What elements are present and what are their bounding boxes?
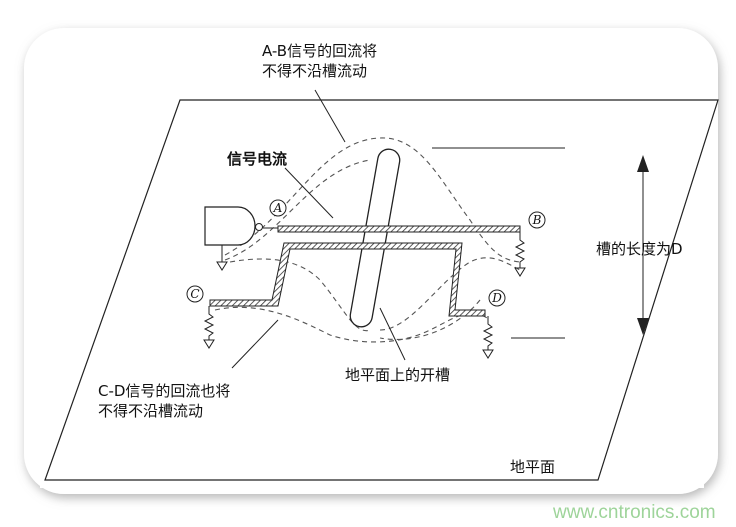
label-cd-return-1: C-D信号的回流也将 — [98, 382, 230, 400]
pin-a: A — [273, 201, 283, 215]
leader-lines — [231, 89, 644, 369]
pin-b: B — [532, 213, 542, 227]
trace-c-d — [209, 242, 486, 317]
label-slot-length: 槽的长度为D — [596, 240, 683, 258]
return-current-paths — [214, 137, 521, 343]
watermark: www.cntronics.com — [552, 502, 716, 523]
ground-symbols — [203, 232, 526, 359]
pin-d: D — [491, 291, 502, 305]
label-ab-return-1: A-B信号的回流将 — [262, 42, 377, 60]
ground-plane — [44, 99, 719, 481]
label-ab-return-2: 不得不沿槽流动 — [262, 62, 367, 80]
pin-c: C — [190, 287, 199, 301]
pin-labels — [186, 199, 546, 307]
label-cd-return-2: 不得不沿槽流动 — [98, 402, 203, 420]
trace-a-b — [277, 225, 521, 233]
label-signal-current: 信号电流 — [227, 150, 287, 168]
label-slot-on-plane: 地平面上的开槽 — [345, 366, 450, 384]
nand-gate — [204, 206, 256, 246]
label-ground-plane: 地平面 — [510, 458, 555, 476]
ground-slot — [349, 148, 401, 328]
